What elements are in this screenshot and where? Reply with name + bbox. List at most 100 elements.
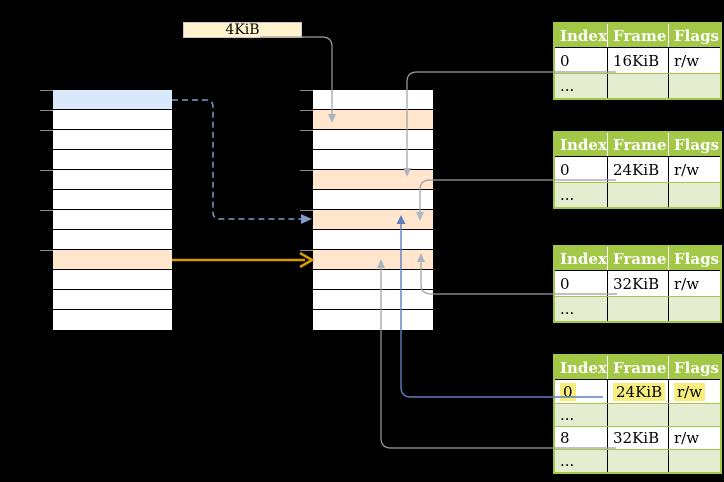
address-tick [300, 130, 313, 131]
cell-frame: 24KiB [608, 157, 669, 182]
cell-index: 0 [555, 157, 608, 182]
table-row: 0 16KiB r/w [555, 48, 720, 73]
physical-memory-column [312, 89, 434, 331]
memory-row-white [313, 270, 433, 290]
table-row-ellipsis: ... [555, 182, 720, 207]
cell-flags [669, 404, 720, 426]
header-flags: Flags [674, 26, 719, 45]
address-tick [40, 210, 53, 211]
cell-index: 0 [555, 380, 608, 403]
cell-index: ... [555, 297, 608, 321]
table-row-ellipsis: ... [555, 449, 720, 472]
arrow-left-row0-to-mid-row6 [172, 99, 312, 224]
memory-row-orange [313, 210, 433, 230]
header-flags: Flags [674, 135, 719, 154]
page-table-level4: Index Frame Flags 0 24KiB r/w ... 8 32Ki… [553, 354, 722, 474]
table-row: 0 32KiB r/w [555, 271, 720, 296]
cell-frame: 16KiB [608, 48, 669, 73]
cell-flags [669, 297, 720, 321]
memory-row-white [53, 170, 172, 190]
table-header-row: Index Frame Flags [555, 247, 720, 271]
cell-frame: 32KiB [608, 271, 669, 296]
memory-row-white [313, 150, 433, 170]
cell-index: ... [555, 404, 608, 426]
address-tick [300, 90, 313, 91]
arrowhead-right-icon [299, 251, 315, 269]
header-flags: Flags [674, 249, 719, 268]
cell-frame [608, 404, 669, 426]
table-row-highlighted: 0 24KiB r/w [555, 380, 720, 403]
address-tick [300, 170, 313, 171]
cell-flags [669, 74, 720, 98]
memory-row-white [313, 130, 433, 150]
cell-index: ... [555, 183, 608, 207]
memory-row-white [53, 150, 172, 170]
memory-row-white [53, 310, 172, 330]
page-table-16kib: Index Frame Flags 0 16KiB r/w ... [553, 22, 722, 100]
table-header-row: Index Frame Flags [555, 24, 720, 48]
table-row: 0 24KiB r/w [555, 157, 720, 182]
address-tick [40, 250, 53, 251]
memory-row-orange [53, 250, 172, 270]
memory-row-white [53, 210, 172, 230]
cell-index: 0 [555, 48, 608, 73]
highlight: 24KiB [613, 382, 666, 401]
cell-frame [608, 74, 669, 98]
memory-row-white [53, 110, 172, 130]
cell-index: 8 [555, 427, 608, 449]
memory-row-white [313, 310, 433, 330]
page-size-text: 4KiB [225, 22, 260, 38]
header-index: Index [555, 356, 608, 379]
virtual-memory-column [52, 89, 173, 331]
address-tick [300, 110, 313, 111]
header-frame: Frame [608, 133, 669, 156]
table-row-ellipsis: ... [555, 403, 720, 426]
table-row-ellipsis: ... [555, 73, 720, 98]
page-table-24kib: Index Frame Flags 0 24KiB r/w ... [553, 131, 722, 209]
header-frame: Frame [608, 247, 669, 270]
header-index: Index [555, 24, 608, 47]
cell-index: ... [555, 74, 608, 98]
cell-frame: 24KiB [608, 380, 669, 403]
memory-row-white [53, 270, 172, 290]
highlight: r/w [674, 382, 706, 401]
memory-row-orange [313, 170, 433, 190]
header-frame: Frame [608, 24, 669, 47]
address-tick [300, 250, 313, 251]
memory-row-white [53, 130, 172, 150]
memory-row-white [53, 230, 172, 250]
cell-flags: r/w [669, 380, 720, 403]
address-tick [40, 90, 53, 91]
header-index: Index [555, 133, 608, 156]
memory-row-white [313, 230, 433, 250]
cell-flags [669, 183, 720, 207]
cell-flags: r/w [674, 274, 700, 293]
table-row-ellipsis: ... [555, 296, 720, 321]
address-tick [40, 130, 53, 131]
memory-row-orange [313, 250, 433, 270]
address-tick [300, 210, 313, 211]
cell-flags: r/w [674, 429, 700, 447]
memory-row-blue [53, 90, 172, 110]
cell-frame [608, 297, 669, 321]
table-header-row: Index Frame Flags [555, 133, 720, 157]
cell-index: 0 [555, 271, 608, 296]
cell-frame [608, 183, 669, 207]
header-flags: Flags [674, 358, 719, 377]
table-header-row: Index Frame Flags [555, 356, 720, 380]
arrowhead-right-icon [301, 214, 312, 224]
memory-row-white [313, 90, 433, 110]
memory-row-white [313, 190, 433, 210]
cell-flags [669, 450, 720, 472]
address-tick [40, 170, 53, 171]
table-row: 8 32KiB r/w [555, 426, 720, 449]
cell-flags: r/w [674, 51, 700, 70]
memory-row-white [53, 290, 172, 310]
page-table-32kib: Index Frame Flags 0 32KiB r/w ... [553, 245, 722, 323]
cell-frame [608, 450, 669, 472]
highlight: 0 [560, 382, 576, 401]
header-frame: Frame [608, 356, 669, 379]
address-tick [40, 110, 53, 111]
header-index: Index [555, 247, 608, 270]
